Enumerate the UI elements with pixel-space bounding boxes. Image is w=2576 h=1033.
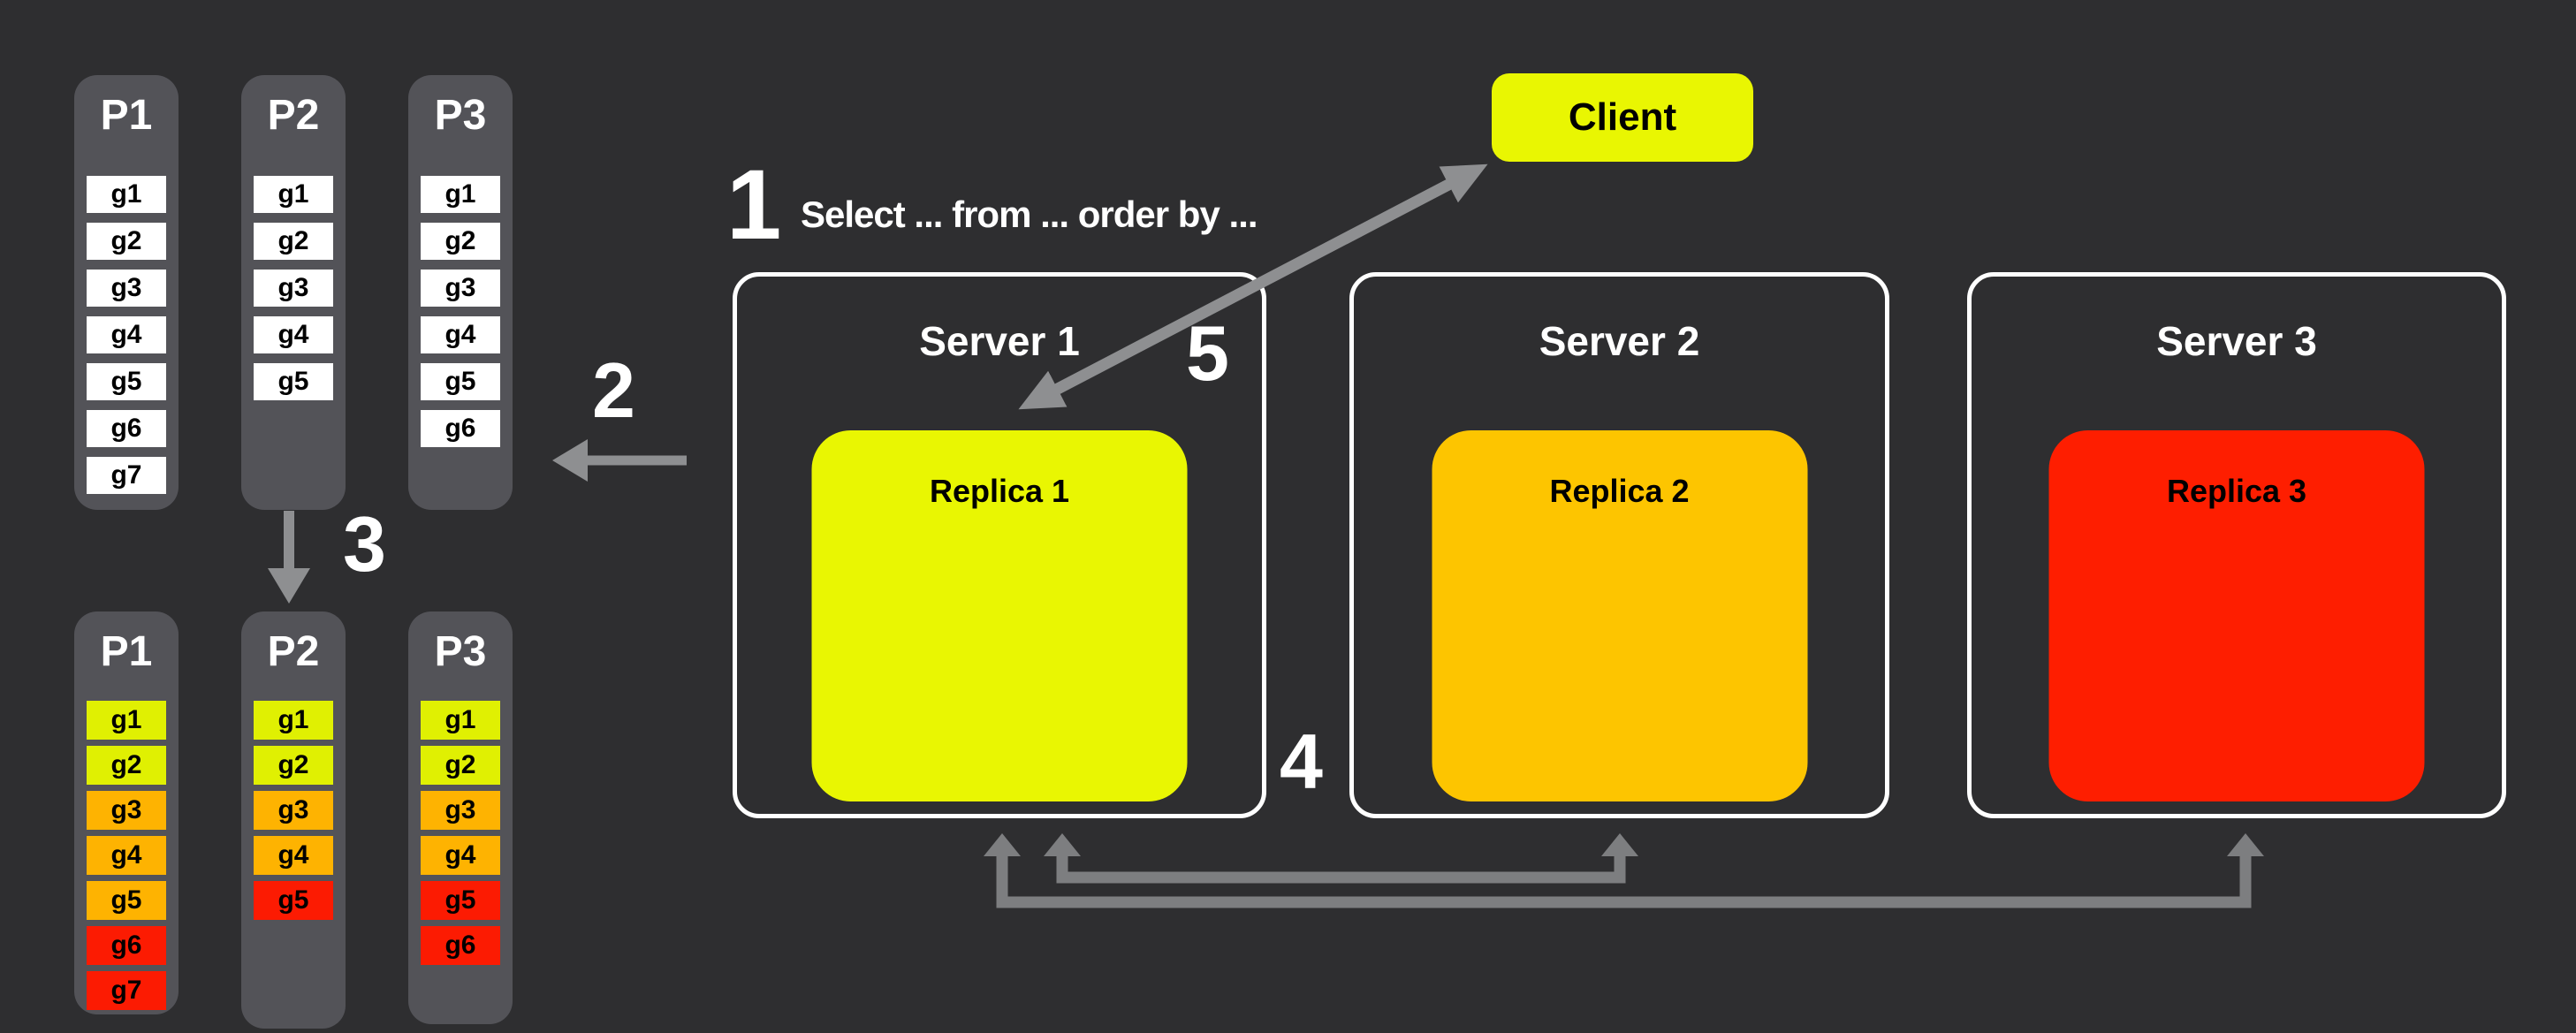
partition-cell-g6: g6: [87, 410, 166, 447]
replica-3-box: Replica 3: [2048, 430, 2425, 801]
partition-cell-g4: g4: [421, 316, 500, 353]
server-2-box: Server 2 Replica 2: [1349, 272, 1889, 818]
replica-1-box: Replica 1: [811, 430, 1188, 801]
partition-label: P3: [434, 628, 487, 675]
client-box: Client: [1492, 73, 1753, 162]
partition-cell-g6: g6: [421, 926, 500, 965]
partition-cell-g5: g5: [254, 881, 333, 920]
partition-cell-g1: g1: [421, 701, 500, 740]
client-label: Client: [1568, 95, 1677, 139]
partition-cell-g2: g2: [421, 223, 500, 260]
partition-cell-g3: g3: [421, 270, 500, 307]
server-1-label: Server 1: [919, 318, 1080, 364]
partitions-unsorted-column-p3: P3 g1 g2 g3 g4 g5 g6: [408, 75, 513, 510]
partition-cell-g4: g4: [421, 836, 500, 875]
partition-cell-g7: g7: [87, 971, 166, 1010]
partition-cell-g4: g4: [87, 836, 166, 875]
partition-cell-g5: g5: [87, 881, 166, 920]
partition-label: P2: [267, 92, 320, 139]
partition-cell-g1: g1: [254, 701, 333, 740]
partition-cell-g2: g2: [421, 746, 500, 785]
replica-3-label: Replica 3: [2166, 473, 2307, 509]
partition-cell-g5: g5: [254, 363, 333, 400]
partition-cell-g2: g2: [254, 223, 333, 260]
partition-cell-g5: g5: [87, 363, 166, 400]
server-3-label: Server 3: [2156, 318, 2317, 364]
partition-cell-g5: g5: [421, 881, 500, 920]
partition-cell-g5: g5: [421, 363, 500, 400]
partition-cell-g6: g6: [87, 926, 166, 965]
partition-label: P1: [100, 628, 153, 675]
partition-cell-g4: g4: [254, 316, 333, 353]
step-2-number: 2: [592, 346, 635, 434]
server-3-box: Server 3 Replica 3: [1967, 272, 2506, 818]
partitions-sorted-column-p2: P2 g1 g2 g3 g4 g5: [241, 611, 346, 1029]
query-text: Select ... from ... order by ...: [801, 194, 1258, 235]
partition-cell-g1: g1: [254, 176, 333, 213]
partition-cell-g1: g1: [421, 176, 500, 213]
partition-cell-g4: g4: [87, 316, 166, 353]
partition-label: P2: [267, 628, 320, 675]
partition-cell-g3: g3: [254, 791, 333, 830]
replica-1-label: Replica 1: [929, 473, 1070, 509]
replica-2-box: Replica 2: [1432, 430, 1807, 801]
partitions-unsorted-column-p1: P1 g1 g2 g3 g4 g5 g6 g7: [74, 75, 179, 510]
server1-server3-replication-arrow: [984, 833, 2264, 908]
partition-cell-g6: g6: [421, 410, 500, 447]
partition-cell-g3: g3: [254, 270, 333, 307]
server-1-box: Server 1 Replica 1: [733, 272, 1266, 818]
partitions-sorted-column-p3: P3 g1 g2 g3 g4 g5 g6: [408, 611, 513, 1024]
partition-label: P3: [434, 92, 487, 139]
server-2-label: Server 2: [1539, 318, 1700, 364]
partition-label: P1: [100, 92, 153, 139]
step-1-number: 1: [726, 149, 782, 260]
partitions-sorted-column-p1: P1 g1 g2 g3 g4 g5 g6 g7: [74, 611, 179, 1014]
partition-cell-g2: g2: [254, 746, 333, 785]
step-3-number: 3: [343, 500, 386, 588]
server1-server2-replication-arrow: [1044, 833, 1638, 884]
partition-cell-g3: g3: [87, 791, 166, 830]
step-4-number: 4: [1280, 718, 1323, 805]
partition-cell-g1: g1: [87, 701, 166, 740]
replica-2-label: Replica 2: [1549, 473, 1690, 509]
partition-cell-g7: g7: [87, 457, 166, 494]
partition-cell-g2: g2: [87, 746, 166, 785]
partitions-unsorted-column-p2: P2 g1 g2 g3 g4 g5: [241, 75, 346, 510]
partition-cell-g2: g2: [87, 223, 166, 260]
partition-cell-g4: g4: [254, 836, 333, 875]
partition-cell-g3: g3: [421, 791, 500, 830]
partition-cell-g1: g1: [87, 176, 166, 213]
partition-cell-g3: g3: [87, 270, 166, 307]
